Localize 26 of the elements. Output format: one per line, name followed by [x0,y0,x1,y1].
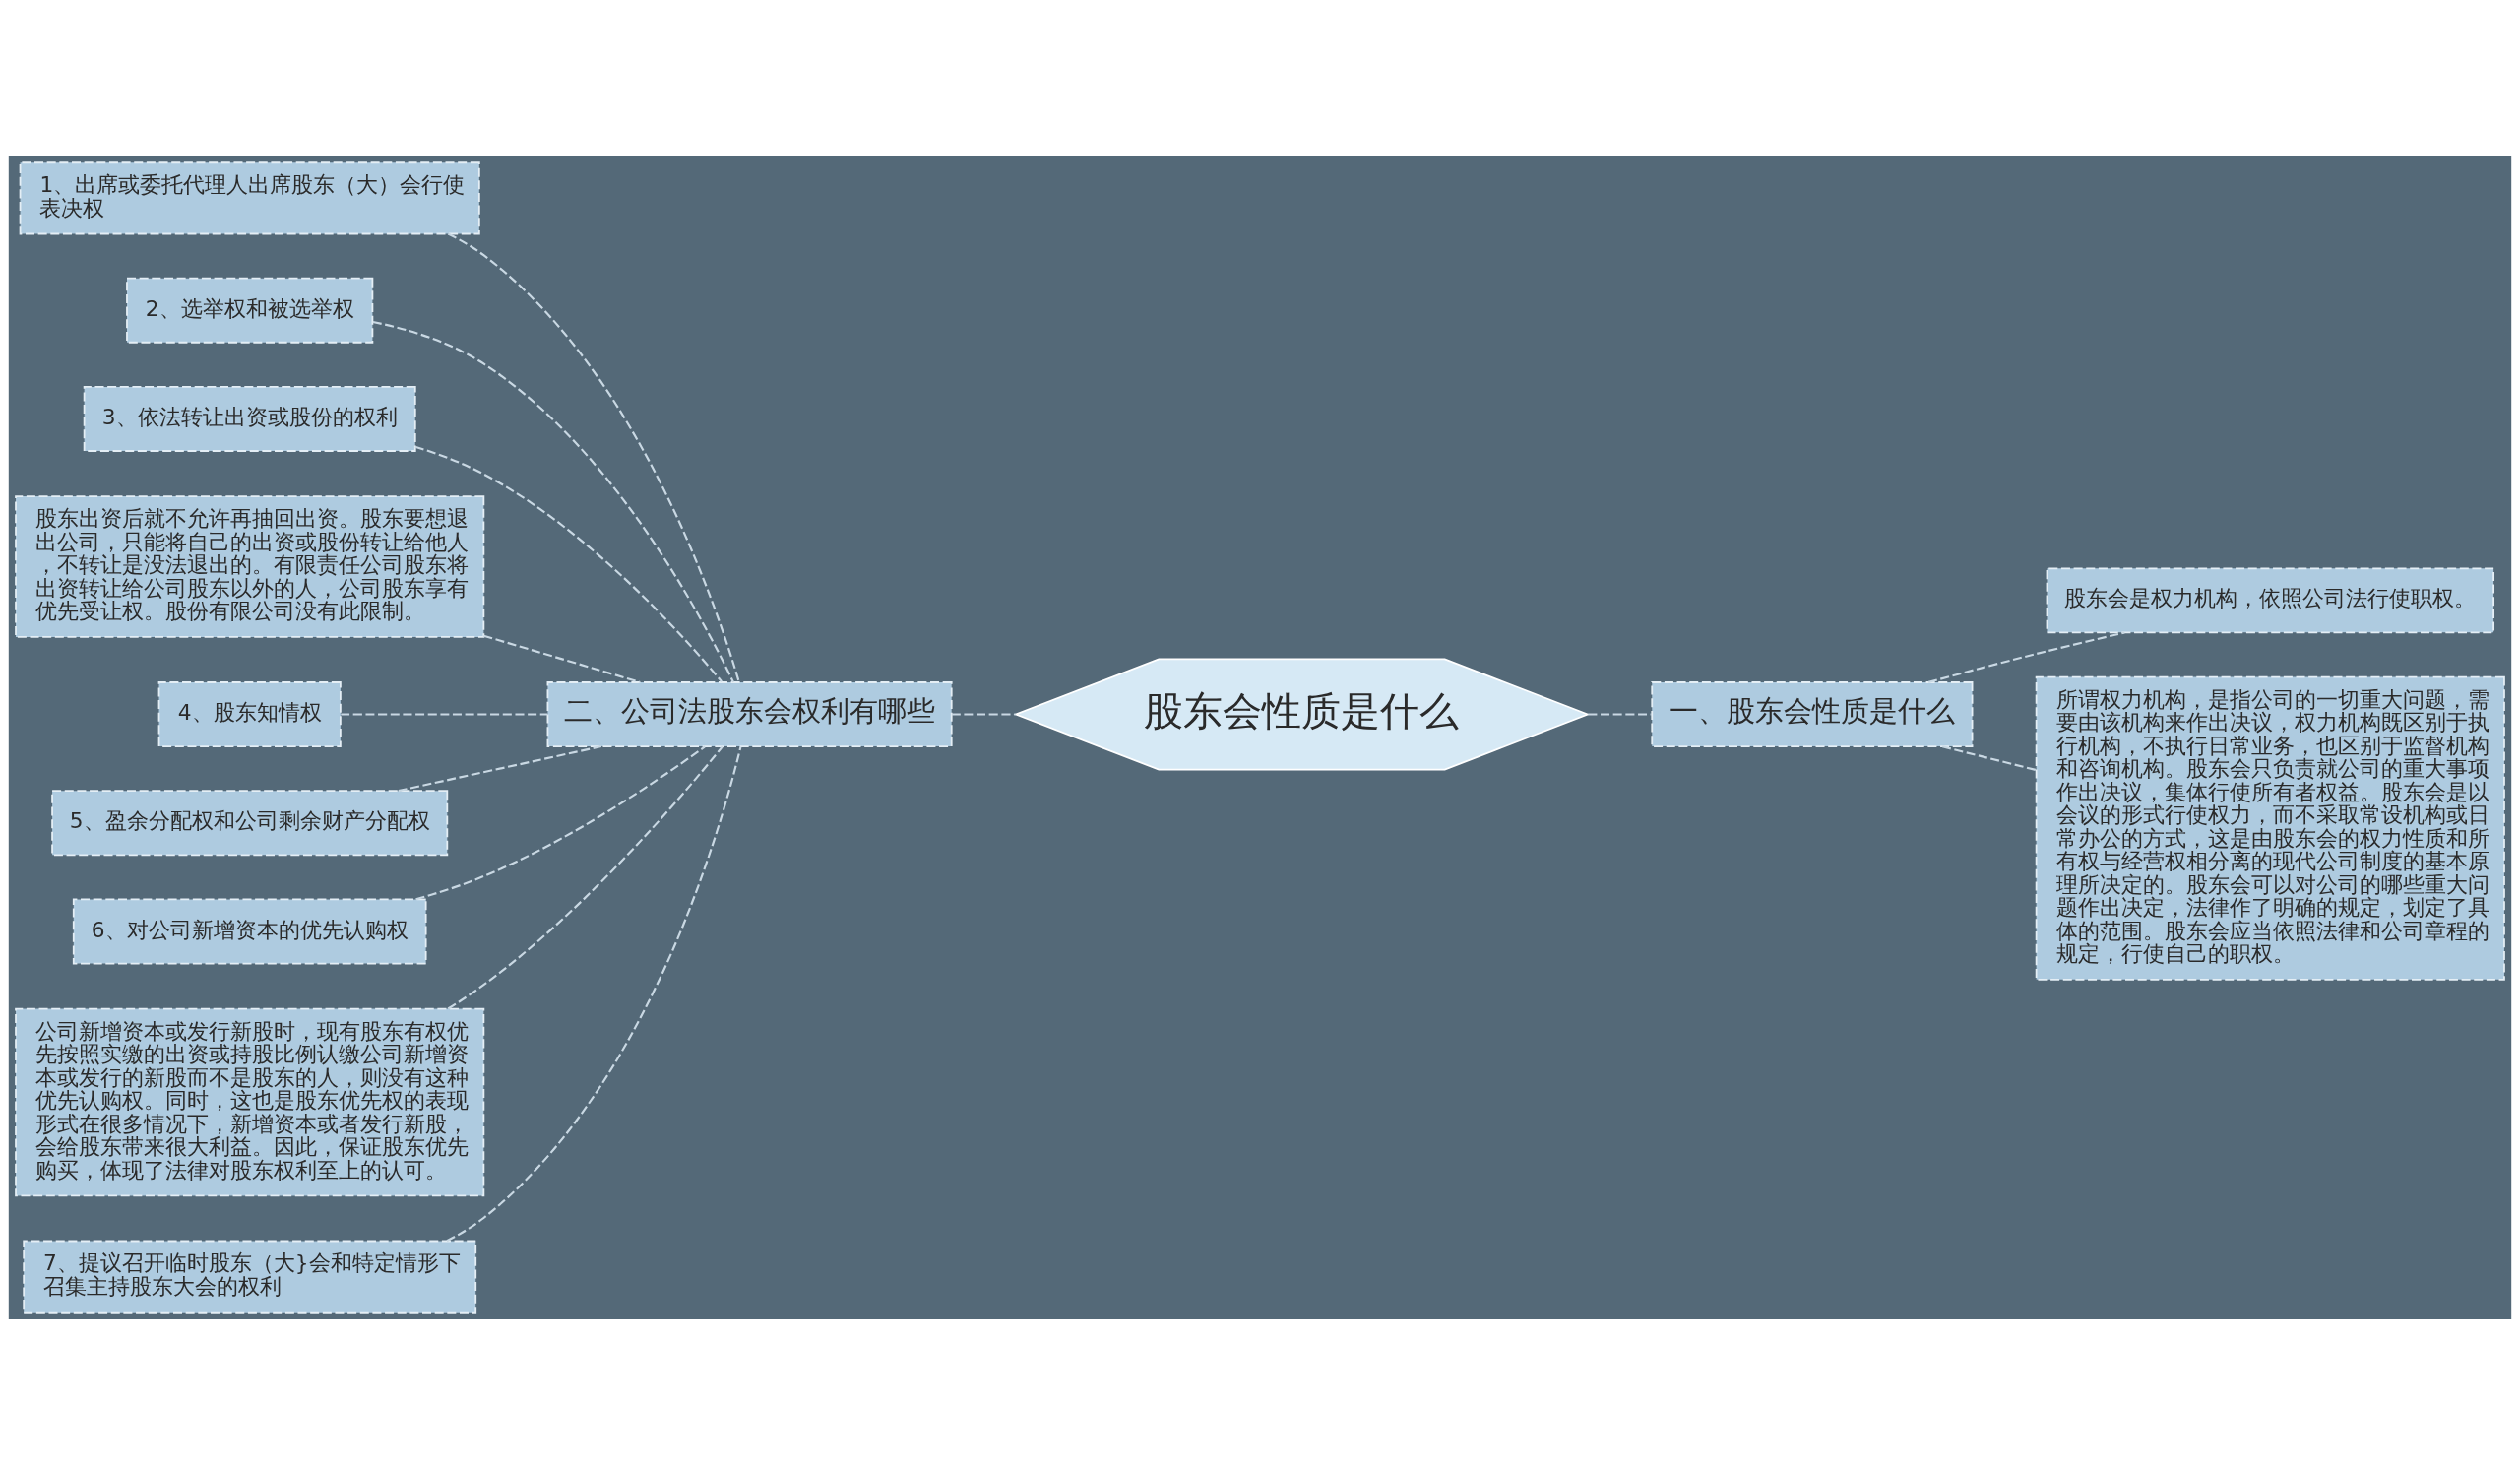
connector [372,320,734,682]
node-box: 4、股东知情权 [158,680,342,747]
connector [446,745,742,1242]
node-box: 所谓权力机构，是指公司的一切重大问题，需要由该机构来作出决议，权力机构既区别于执行机构，不执行日常业务，也区别于监督机构和咨询机构。股东会只负责就公司的重大事项作出决议，集体行使所有者权益。股东会是以会议的形式行使权力，而不采取常设机构或日常办公的方式，这是由股东会的权力性质和所有权与经营权相分离的现代公司制度的基本原理所决定的。股东会可以对公司的哪些重大问题作出决定，法律作了明确的规定，划定了具体的范围。股东会应当依照法律和公司章程的规定，行使自己的职权。 [2035,675,2505,981]
connector [414,445,723,682]
connector [447,232,740,682]
node-box: 股东会是权力机构，依照公司法行使职权。 [2046,566,2495,633]
node-box: 7、提议召开临时股东（大}会和特定情形下召集主持股东大会的权利 [23,1240,477,1314]
node-box: 6、对公司新增资本的优先认购权 [72,898,427,964]
node-box: 2、选举权和被选举权 [126,277,374,344]
connector [447,745,724,1009]
connector [951,712,1016,716]
node-box: 1、出席或委托代理人出席股东（大）会行使表决权 [19,160,480,234]
node-box: 公司新增资本或发行新股时，现有股东有权优先按照实缴的出资或持股比例认缴公司新增资本或发行的新股而不是股东的人，则没有这种优先认购权。同时，这也是股东优先权的表现形式在很多情况下，新增资本或者发行新股，会给股东带来很大利益。因此，保证股东优先购买，体现了法律对股东权利至上的认可。 [15,1007,485,1196]
node-box: 一、股东会性质是什么 [1651,680,1974,747]
connector [1588,712,1652,716]
node-box: 股东出资后就不允许再抽回出资。股东要想退出公司，只能将自己的出资或股份转让给他人，不转让是没法退出的。有限责任公司股东将出资转让给公司股东以外的人，公司股东享有优先受让权。股份有限公司没有此限制。 [15,494,485,638]
connector [483,634,641,683]
connector [1941,744,2037,771]
connector [341,712,548,716]
connector [1927,630,2125,683]
node-box: 3、依法转让出资或股份的权利 [83,385,416,452]
connector [415,744,706,900]
connector [398,744,602,792]
node-box: 二、公司法股东会权利有哪些 [546,680,953,747]
node-box: 5、盈余分配权和公司剩余财产分配权 [51,789,449,856]
